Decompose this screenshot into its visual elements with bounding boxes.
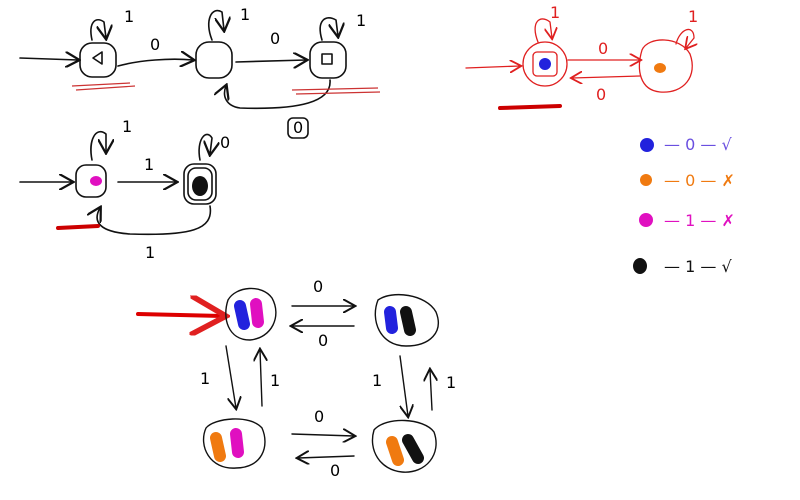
- label-p3-p1: 1: [270, 371, 280, 390]
- edge-p2-p4: [399, 355, 408, 416]
- legend-black-text: — 1 — √: [664, 257, 732, 276]
- label-p2-p1: 0: [318, 331, 328, 350]
- state-c1: [522, 41, 568, 87]
- legend-magenta-dot: [639, 213, 653, 227]
- automaton-2: [19, 131, 217, 236]
- label-a2-loop: 1: [240, 5, 250, 24]
- label-c1-loop: 1: [550, 3, 560, 22]
- state-c2: [638, 39, 693, 93]
- edge-a2-a3: [235, 60, 306, 62]
- label-c2-loop: 1: [688, 7, 698, 26]
- label-b2-b1: 1: [145, 243, 155, 262]
- label-c2-c1: 0: [596, 85, 606, 104]
- legend-orange-dot: [640, 174, 652, 186]
- state-a1-mark: [92, 51, 103, 65]
- edge-b2-b1: [97, 206, 212, 236]
- edge-a3-a2-box: [287, 117, 309, 139]
- label-p4-p3: 0: [330, 461, 340, 480]
- state-a3-mark: [321, 53, 333, 65]
- state-p4: [371, 419, 437, 473]
- orange-dot: [654, 63, 666, 73]
- accept-underline-b: [56, 224, 100, 230]
- label-p1-p3: 1: [200, 369, 210, 388]
- automaton-1: [19, 9, 347, 139]
- legend-orange-text: — 0 — ✗: [664, 171, 735, 190]
- magenta-dot: [90, 176, 102, 186]
- label-b1-loop: 1: [122, 117, 132, 136]
- label-a2-a3: 0: [270, 29, 280, 48]
- state-b2: [183, 163, 217, 205]
- accept-underlines-a1: [71, 82, 381, 95]
- state-p3: [202, 418, 266, 469]
- label-a1-loop: 1: [124, 7, 134, 26]
- edge-p4-p2: [430, 370, 432, 411]
- legend-magenta-text: — 1 — ✗: [664, 211, 735, 230]
- label-c1-c2: 0: [598, 39, 608, 58]
- legend: — 0 — √ — 0 — ✗ — 1 — ✗ — 1 — √: [633, 135, 735, 276]
- edge-p4-p3: [298, 456, 355, 458]
- label-b1-b2: 1: [144, 155, 154, 174]
- loop-a3: [319, 16, 338, 41]
- edge-c2-c1: [572, 76, 641, 78]
- edge-p3-p4: [291, 434, 354, 436]
- state-a2: [195, 41, 233, 79]
- edge-a3-a2: [225, 79, 331, 110]
- accept-underline-c: [498, 104, 562, 110]
- state-a3: [309, 41, 347, 79]
- state-p2: [374, 293, 439, 347]
- label-b2-loop: 0: [220, 133, 230, 152]
- label-a3-a2: 0: [293, 118, 303, 137]
- legend-blue-text: — 0 — √: [664, 135, 732, 154]
- label-p3-p4: 0: [314, 407, 324, 426]
- label-a1-a2: 0: [150, 35, 160, 54]
- automaton-3: [465, 18, 694, 93]
- legend-blue-dot: [640, 138, 654, 152]
- state-b1: [75, 164, 107, 198]
- state-p1: [225, 287, 277, 341]
- edge-a1-a2: [117, 59, 193, 66]
- product-dots: [210, 298, 424, 466]
- product-automaton: [136, 287, 439, 473]
- legend-black-dot: [633, 258, 647, 274]
- label-p4-p2: 1: [446, 373, 456, 392]
- blue-dot: [539, 58, 551, 70]
- label-p2-p4: 1: [372, 371, 382, 390]
- loop-a2: [207, 9, 224, 41]
- edge-p1-p3: [225, 345, 236, 408]
- label-p1-p2: 0: [313, 277, 323, 296]
- edge-p3-p1: [260, 350, 262, 407]
- label-a3-loop: 1: [356, 11, 366, 30]
- product-start-arrow: [136, 314, 222, 316]
- loop-a1: [90, 18, 106, 40]
- state-a1: [79, 42, 117, 78]
- start-arrow: [19, 58, 78, 60]
- black-dot: [192, 176, 208, 196]
